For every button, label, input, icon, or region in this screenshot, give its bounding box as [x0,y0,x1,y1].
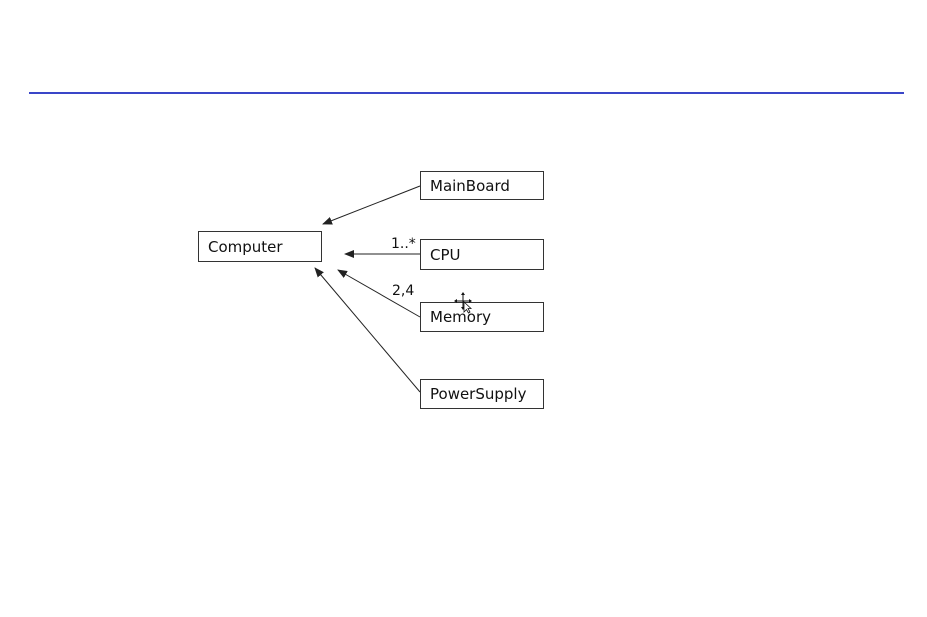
multiplicity-memory: 2,4 [392,283,415,299]
class-label-computer: Computer [208,237,283,256]
class-label-memory: Memory [430,308,492,326]
move-cursor-icon [454,292,473,314]
class-box-mainboard[interactable]: MainBoard [420,171,544,200]
class-label-cpu: CPU [430,245,461,264]
class-box-cpu[interactable]: CPU [420,239,544,270]
class-box-memory[interactable]: Memory [420,302,544,332]
multiplicity-cpu: 1..* [391,236,416,252]
memory-to-computer-arrow [337,269,421,318]
title-rule [29,92,904,94]
powersupply-to-computer-arrow [314,267,421,393]
class-box-computer[interactable]: Computer [198,231,322,262]
class-label-powersupply: PowerSupply [430,385,527,403]
mainboard-to-computer-arrow [322,185,421,225]
class-label-mainboard: MainBoard [430,176,510,195]
class-box-powersupply[interactable]: PowerSupply [420,379,544,409]
